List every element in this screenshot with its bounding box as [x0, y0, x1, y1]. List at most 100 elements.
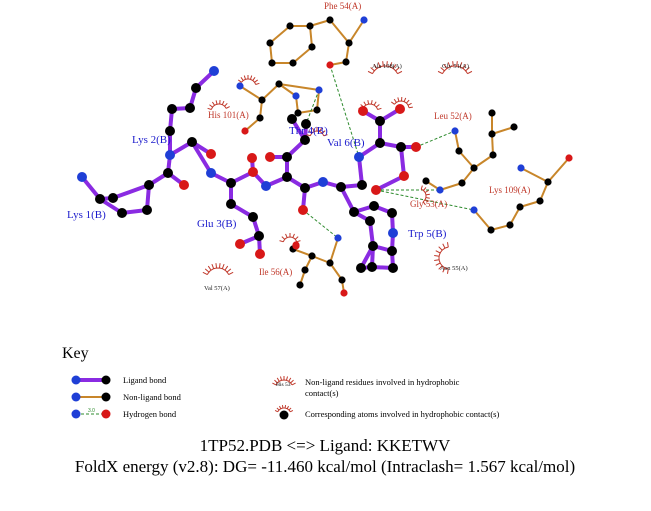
arc-tick [407, 102, 412, 106]
ligand-label: Lys 2(B) [132, 134, 171, 146]
arc-tick [443, 64, 448, 69]
arc-tick [285, 233, 288, 238]
nitrogen-atom [292, 92, 300, 100]
arc-tick [465, 67, 470, 72]
hydrophobic-arcs [202, 61, 473, 275]
nitrogen-atom [165, 150, 175, 160]
arc-tick [279, 240, 284, 243]
nitrogen-atom [261, 181, 271, 191]
carbon-atom [342, 58, 350, 66]
hydrogen-bond [305, 89, 320, 125]
arc-tick [221, 263, 225, 269]
oxygen-atom [248, 167, 258, 177]
arc-tick [321, 130, 326, 134]
arc-tick [207, 107, 212, 111]
hydrophobic-arc [274, 405, 294, 413]
carbon-atom [248, 212, 258, 222]
non-ligand-bond [239, 85, 263, 101]
arc-tick [255, 82, 260, 86]
arc-line [438, 246, 449, 270]
carbon-atom [365, 216, 375, 226]
oxygen-atom [179, 180, 189, 190]
carbon-atom [308, 252, 316, 260]
nitrogen-atom [315, 86, 323, 94]
carbon-atom [287, 114, 297, 124]
arc-tick [286, 405, 289, 409]
nitrogen-atom [388, 228, 398, 238]
carbon-atom [117, 208, 127, 218]
carbon-atom [165, 126, 175, 136]
key-ligand-bond: Ligand bond [123, 375, 167, 385]
hydrophobic-arc [367, 61, 403, 75]
arc-tick [215, 263, 218, 269]
arc-tick [389, 62, 393, 68]
residue-label: Phe 54(A) [324, 1, 361, 11]
oxygen-atom [241, 127, 249, 135]
arc-tick [425, 196, 430, 199]
ligand-label: Glu 3(B) [197, 218, 237, 230]
arc-tick [323, 134, 328, 137]
arc-tick [221, 100, 225, 105]
carbon-atom [142, 205, 152, 215]
arc-tick [375, 104, 380, 108]
arc-tick [291, 382, 296, 386]
oxygen-atom [359, 108, 367, 116]
arc-tick [438, 265, 443, 270]
carbon-atom [144, 180, 154, 190]
carbon-atom [516, 203, 524, 211]
arc-tick [382, 61, 384, 67]
carbon-atom [300, 183, 310, 193]
key-non-ligand-bond: Non-ligand bond [123, 392, 182, 402]
carbon-atom [300, 135, 310, 145]
oxygen-atom [292, 241, 300, 249]
arc-tick [367, 100, 370, 105]
arc-tick [437, 70, 443, 75]
arc-tick [452, 61, 454, 67]
arc-tick [462, 64, 467, 69]
hydrogen-bonds [302, 64, 475, 239]
carbon-atom [258, 96, 266, 104]
carbon-atom [387, 246, 397, 256]
oxygen-atom [565, 154, 573, 162]
arc-tick [252, 76, 256, 81]
nitrogen-atom [451, 127, 459, 135]
arc-tick [279, 376, 283, 381]
carbon-atom-icon [101, 392, 111, 402]
arc-tick [285, 376, 289, 381]
non-ligand-bond [473, 209, 492, 231]
arc-tick [395, 67, 400, 72]
carbon-atom [108, 193, 118, 203]
nitrogen-atom [236, 82, 244, 90]
key-hydrophobic-atoms: Corresponding atoms involved in hydropho… [305, 409, 499, 419]
carbon-atom [396, 142, 406, 152]
arc-tick [438, 246, 443, 251]
arc-tick [447, 242, 449, 248]
carbon-atom [282, 152, 292, 162]
arc-line [277, 407, 291, 413]
arc-tick [373, 101, 377, 106]
arc-line [210, 103, 227, 110]
carbon-atom [488, 109, 496, 117]
arc-tick [237, 79, 242, 83]
oxygen-atom [371, 185, 381, 195]
carbon-atom [455, 147, 463, 155]
arc-tick [225, 106, 230, 109]
key-hydrogen-bond: Hydrogen bond [123, 409, 177, 419]
ligand-label: Thr 4(B) [289, 125, 328, 137]
carbon-atom [254, 231, 264, 241]
hydrogen-bond [415, 130, 456, 148]
nitrogen-atom [360, 16, 368, 24]
arc-tick [377, 107, 382, 111]
oxygen-atom [326, 61, 334, 69]
arc-tick [274, 410, 278, 413]
hydrophobic-arc [390, 96, 413, 109]
carbon-atom [388, 263, 398, 273]
hydrophobic-label: Gly 51(A) [442, 63, 469, 70]
key: Key Ligand bond Non-ligand bond 3.0 Hydr… [62, 345, 499, 420]
carbon-atom [226, 199, 236, 209]
oxygen-atom [411, 142, 421, 152]
nitrogen-atom [354, 152, 364, 162]
carbon-atom [256, 114, 264, 122]
atoms [77, 16, 573, 297]
carbon-atom [296, 281, 304, 289]
